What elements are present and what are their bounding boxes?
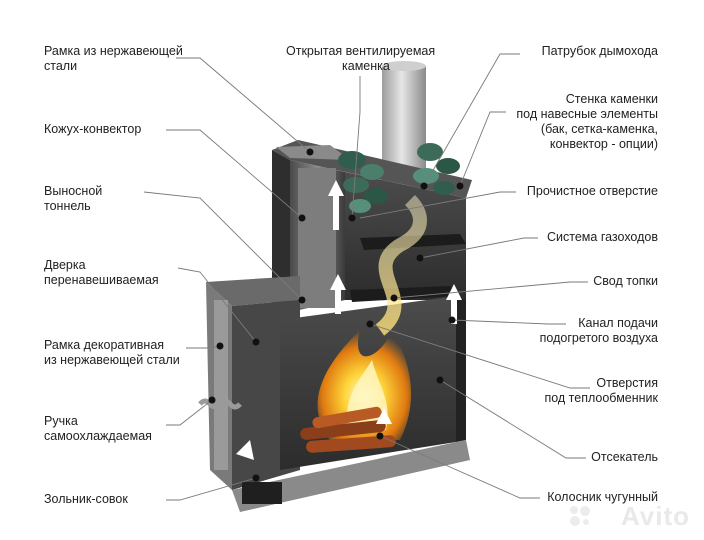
label-text: под навесные элементы: [516, 107, 658, 121]
label-text: Ручка: [44, 414, 78, 428]
label-text: Колосник чугунный: [547, 490, 658, 504]
leader-dots: [208, 148, 464, 482]
label-text: Рамка декоративная: [44, 338, 165, 352]
label-text: стали: [44, 59, 78, 73]
label-text: Кожух-конвектор: [44, 122, 142, 136]
label-text: Дверка: [44, 258, 86, 272]
label-gas-system: Система газоходов: [547, 230, 658, 245]
watermark: Avito: [620, 501, 690, 531]
leader-lines: [143, 53, 590, 501]
label-casing: Кожух-конвектор: [44, 122, 141, 137]
label-text: из нержавеющей стали: [44, 353, 180, 367]
label-exchanger-holes: Отверстия под теплообменник: [544, 376, 658, 406]
label-handle: Ручка самоохлаждаемая: [44, 414, 152, 444]
label-text: перенавешиваемая: [44, 273, 159, 287]
label-text: Зольник-совок: [44, 492, 128, 506]
label-text: каменка: [342, 59, 390, 73]
label-door: Дверка перенавешиваемая: [44, 258, 159, 288]
label-heater-wall: Стенка каменки под навесные элементы (ба…: [516, 92, 658, 152]
label-text: самоохлаждаемая: [44, 429, 152, 443]
label-text: подогретого воздуха: [539, 331, 658, 345]
avito-logo-icon: [570, 506, 590, 526]
label-open-heater: Открытая вентилируемая каменка: [286, 44, 435, 74]
label-text: Выносной: [44, 184, 103, 198]
label-text: Прочистное отверстие: [526, 184, 658, 198]
label-text: Система газоходов: [547, 230, 658, 244]
label-text: Патрубок дымохода: [541, 44, 658, 58]
label-text: Свод топки: [593, 274, 658, 288]
label-text: (бак, сетка-каменка,: [540, 122, 658, 136]
label-text: Отверстия: [596, 376, 658, 390]
label-air-channel: Канал подачи подогретого воздуха: [540, 316, 658, 346]
label-text: под теплообменник: [544, 391, 658, 405]
label-text: Стенка каменки: [565, 92, 658, 106]
label-cutter: Отсекатель: [591, 450, 658, 465]
label-chimney: Патрубок дымохода: [542, 44, 658, 59]
label-steel-frame: Рамка из нержавеющей стали: [44, 44, 183, 74]
label-text: Открытая вентилируемая: [286, 44, 436, 58]
handle-spring: [198, 398, 242, 410]
label-text: Рамка из нержавеющей: [44, 44, 183, 58]
label-tunnel: Выносной тоннель: [44, 184, 102, 214]
air-arrows: [236, 180, 462, 460]
label-ash-pan: Зольник-совок: [44, 492, 128, 507]
label-text: конвектор - опции): [549, 137, 658, 151]
label-text: Отсекатель: [591, 450, 658, 464]
firewood: [300, 406, 396, 453]
label-deco-frame: Рамка декоративная из нержавеющей стали: [44, 338, 180, 368]
label-text: тоннель: [44, 199, 91, 213]
label-grate: Колосник чугунный: [547, 490, 658, 505]
label-text: Канал подачи: [578, 316, 658, 330]
label-cleaning-hole: Прочистное отверстие: [527, 184, 658, 199]
heater-stones: [338, 143, 460, 213]
label-firebox-vault: Свод топки: [593, 274, 658, 289]
